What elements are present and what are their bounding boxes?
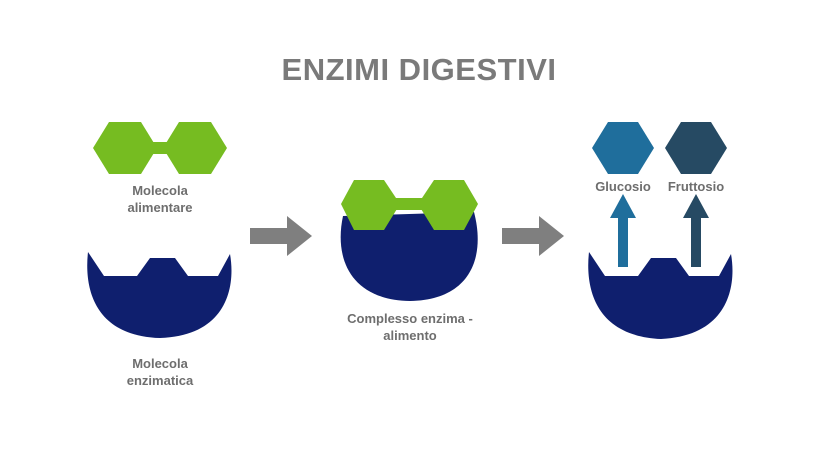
arrow-right-2 (502, 216, 564, 256)
enzyme-molecule (87, 252, 232, 338)
food-molecule (93, 122, 227, 174)
fructose-up-arrow (683, 194, 709, 267)
glucose-up-arrow (610, 194, 636, 267)
released-enzyme (588, 252, 733, 339)
label-complex: Complesso enzima - alimento (347, 311, 473, 343)
label-fructose: Fruttosio (667, 179, 725, 194)
food-hexagon-left (93, 122, 157, 174)
food-hexagon-right (163, 122, 227, 174)
complex-food-bond (395, 198, 423, 210)
complex-food-hexagon-right (418, 180, 478, 230)
label-food-molecule: Molecola alimentare (127, 183, 193, 215)
complex-food-hexagon-left (341, 180, 400, 230)
glucose-hexagon (592, 122, 654, 174)
label-enzyme-molecule: Molecola enzimatica (126, 356, 194, 388)
fructose-hexagon (665, 122, 727, 174)
arrow-right-1 (250, 216, 312, 256)
label-glucose: Glucosio (595, 179, 651, 194)
complex-enzyme (340, 212, 478, 301)
page-title: ENZIMI DIGESTIVI (281, 52, 557, 87)
enzyme-food-complex (340, 180, 478, 301)
